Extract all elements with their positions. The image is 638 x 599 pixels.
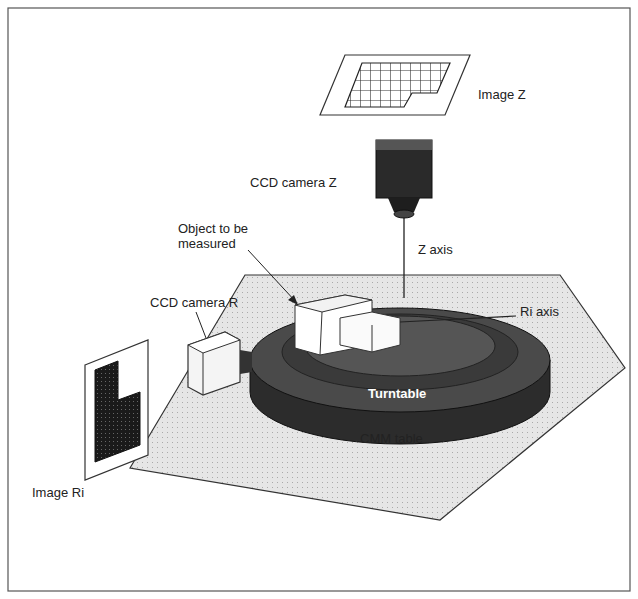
image-label: Image Z	[478, 88, 526, 103]
axis-label: Z axis	[418, 243, 453, 258]
axis-label: Ri axis	[520, 305, 559, 320]
camera-label: CCD camera R	[150, 296, 238, 311]
camera-label: CCD camera Z	[250, 176, 337, 191]
object-label: Object to be measured	[178, 222, 273, 252]
image-label: Image Ri	[32, 486, 84, 501]
table-label: CMM table	[360, 432, 423, 447]
turntable-label: Turntable	[368, 387, 426, 402]
